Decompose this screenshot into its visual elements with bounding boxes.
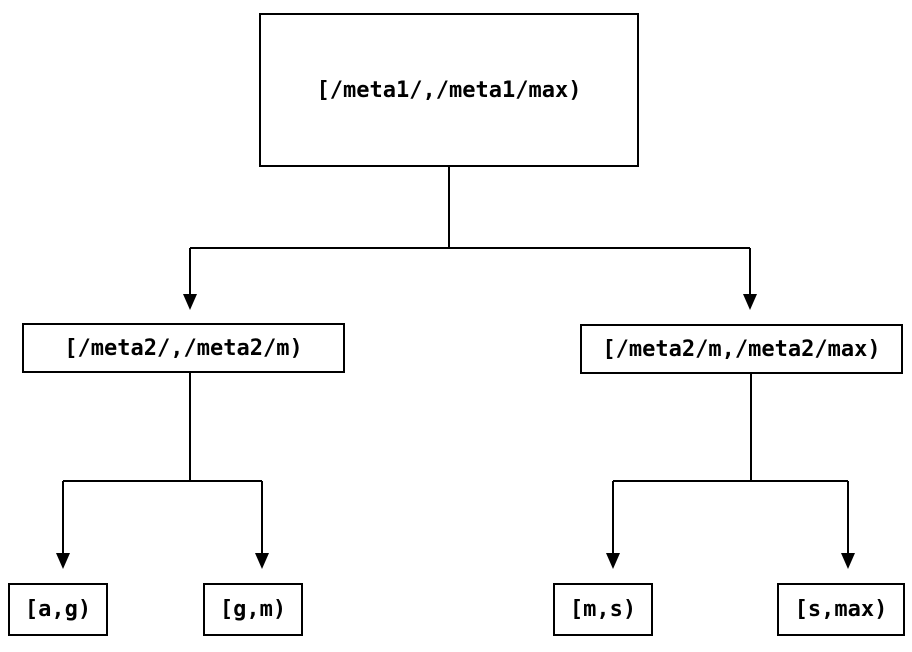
tree-node-leaf-smax: [s,max) (777, 583, 905, 636)
tree-node-left-label: [/meta2/,/meta2/m) (64, 335, 303, 361)
edge-left-to-leaf-gm (255, 481, 269, 569)
edge-right-to-leaf-ms (606, 481, 620, 569)
tree-node-leaf-smax-label: [s,max) (794, 597, 888, 622)
tree-node-leaf-ag-label: [a,g) (24, 597, 92, 622)
tree-node-root-label: [/meta1/,/meta1/max) (316, 77, 582, 103)
tree-node-leaf-ms-label: [m,s) (569, 597, 637, 622)
edge-root-to-children (190, 167, 750, 249)
arrowhead-down-icon (606, 553, 620, 569)
tree-node-right-label: [/meta2/m,/meta2/max) (602, 336, 881, 362)
edge-right-to-leaf-smax (841, 481, 855, 569)
tree-node-leaf-ag: [a,g) (8, 583, 108, 636)
arrowhead-down-icon (841, 553, 855, 569)
tree-node-root: [/meta1/,/meta1/max) (259, 13, 639, 167)
arrowhead-down-icon (183, 294, 197, 310)
tree-node-leaf-ms: [m,s) (553, 583, 653, 636)
edge-root-to-left (183, 248, 197, 310)
tree-node-leaf-gm-label: [g,m) (219, 597, 287, 622)
arrowhead-down-icon (255, 553, 269, 569)
tree-node-left: [/meta2/,/meta2/m) (22, 323, 345, 373)
edge-left-to-leaf-ag (56, 481, 70, 569)
edge-root-to-right (743, 248, 757, 310)
tree-node-right: [/meta2/m,/meta2/max) (580, 324, 903, 374)
edge-left-to-children (63, 373, 262, 482)
tree-node-leaf-gm: [g,m) (203, 583, 303, 636)
edge-right-to-children (613, 374, 848, 482)
arrowhead-down-icon (56, 553, 70, 569)
arrowhead-down-icon (743, 294, 757, 310)
